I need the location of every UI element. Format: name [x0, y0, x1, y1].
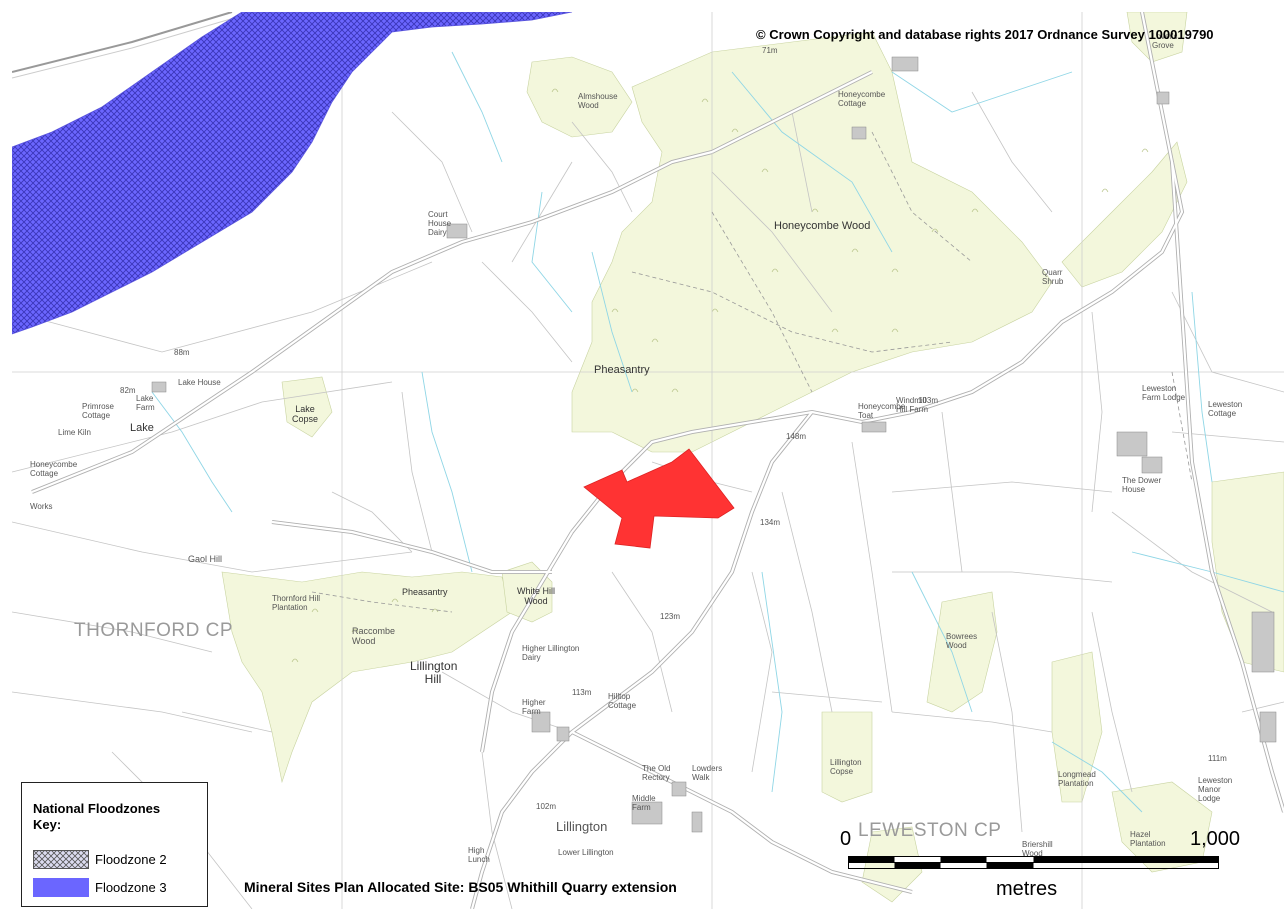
scale-label-units: metres [996, 878, 1058, 900]
scale-segment [986, 862, 1034, 869]
label-lime-kiln: Lime Kiln [58, 428, 91, 437]
label-thornford-hill-plantation: Thornford Hill Plantation [272, 594, 321, 612]
label-high-lunch: High Lunch [468, 846, 490, 864]
tracks [311, 131, 1193, 613]
label-leweston-farm-lodge: Leweston Farm Lodge [1142, 384, 1186, 402]
os-base-map[interactable]: THORNFORD CP LEWESTON CP Honeycombe Wood… [12, 12, 1284, 909]
spot-height-103: 103m [918, 396, 939, 405]
label-lower-lillington: Lower Lillington [558, 848, 614, 857]
label-honeycombe-cottage: Honeycombe Cottage [838, 90, 886, 108]
label-middle-farm: Middle Farm [632, 794, 656, 812]
label-pheasantry: Pheasantry [594, 364, 650, 376]
label-longmead-plantation: Longmead Plantation [1058, 770, 1096, 788]
label-windmill-hill-farm: Windmill Hill Farm [896, 396, 928, 414]
label-lake-farm: Lake Farm [136, 394, 155, 412]
floodzone-3-area [12, 12, 573, 335]
spot-height-113: 113m [572, 688, 592, 697]
label-lake: Lake [130, 422, 154, 434]
copyright-notice: © Crown Copyright and database rights 20… [756, 27, 1214, 42]
streams [151, 51, 1284, 813]
label-lovers-grove: Lover's Grove [1152, 32, 1178, 50]
allocated-site-bs05 [583, 448, 735, 549]
label-briershill-wood: Briershill Wood [1022, 840, 1053, 858]
scale-segment [940, 856, 987, 863]
scale-bar [848, 856, 1219, 869]
label-lillington-hill: Lillington Hill [410, 659, 458, 686]
buildings [151, 56, 1277, 833]
legend-title: National Floodzones Key: [33, 801, 161, 832]
label-works: Works [30, 502, 53, 511]
label-honeycombe-toat: Honeycombe Toat [858, 402, 906, 420]
scale-label-start: 0 [840, 828, 852, 850]
floodzone-3-swatch [33, 877, 89, 897]
label-quarr-shrub: Quarr Shrub [1042, 268, 1064, 286]
scale-segment [848, 856, 895, 863]
label-honeycombe-cottage-2: Honeycombe Cottage [30, 460, 78, 478]
woodland-areas [221, 12, 1284, 903]
label-hazel-plantation: Hazel Plantation [1130, 830, 1166, 848]
label-leweston-manor-lodge: Leweston Manor Lodge [1198, 776, 1233, 803]
railway [12, 12, 235, 79]
spot-height-82: 82m [120, 386, 136, 395]
label-higher-lillington-dairy: Higher Lillington Dairy [522, 644, 580, 662]
scale-segment [894, 862, 941, 869]
spot-height-134: 134m [760, 518, 781, 527]
label-honeycombe-wood: Honeycombe Wood [774, 220, 871, 232]
spot-height-148: 148m [786, 432, 807, 441]
spot-height-111: 111m [1208, 754, 1227, 763]
legend-item-floodzone-2: Floodzone 2 [33, 849, 167, 869]
floodzone-2-swatch [33, 849, 89, 869]
label-lake-copse: Lake Copse [291, 404, 318, 424]
legend-item-floodzone-3: Floodzone 3 [33, 877, 167, 897]
label-almshouse-wood: Almshouse Wood [578, 92, 618, 110]
spot-height-102: 102m [536, 802, 557, 811]
label-lowders-walk: Lowders Walk [692, 764, 723, 782]
spot-height-123: 123m [660, 612, 681, 621]
spot-height-71: 71m [762, 46, 778, 55]
floodzone-legend: National Floodzones Key: Floodzone 2 Flo… [21, 782, 208, 907]
label-old-rectory: The Old Rectory [642, 764, 671, 782]
label-hilltop-cottage: Hilltop Cottage [608, 692, 637, 710]
label-lake-house: Lake House [178, 378, 221, 387]
legend-label-floodzone-3: Floodzone 3 [95, 879, 167, 895]
label-dower-house: The Dower House [1122, 476, 1162, 494]
label-white-hill-wood: White Hill Wood [516, 586, 555, 606]
parish-label-leweston: LEWESTON CP [858, 820, 1002, 841]
parish-label-thornford: THORNFORD CP [74, 620, 234, 641]
label-pheasantry-2: Pheasantry [402, 587, 448, 597]
scale-label-end: 1,000 [1190, 828, 1241, 850]
label-lillington: Lillington [556, 819, 608, 834]
label-higher-farm: Higher Farm [522, 698, 546, 716]
label-gaol-hill: Gaol Hill [188, 554, 223, 564]
label-lillington-copse: Lillington Copse [830, 758, 862, 776]
scale-segment [1033, 856, 1219, 863]
label-raccombe-wood: Raccombe Wood [352, 626, 396, 646]
label-court-house-dairy: Court House Dairy [428, 210, 452, 237]
map-caption: Mineral Sites Plan Allocated Site: BS05 … [244, 879, 677, 895]
map-drawing [12, 12, 1284, 909]
legend-label-floodzone-2: Floodzone 2 [95, 851, 167, 867]
label-bowrees-wood: Bowrees Wood [946, 632, 978, 650]
label-primrose-cottage: Primrose Cottage [82, 402, 115, 420]
tree-symbols [291, 88, 1149, 663]
label-leweston-cottage: Leweston Cottage [1208, 400, 1243, 418]
spot-height-88: 88m [174, 348, 190, 357]
